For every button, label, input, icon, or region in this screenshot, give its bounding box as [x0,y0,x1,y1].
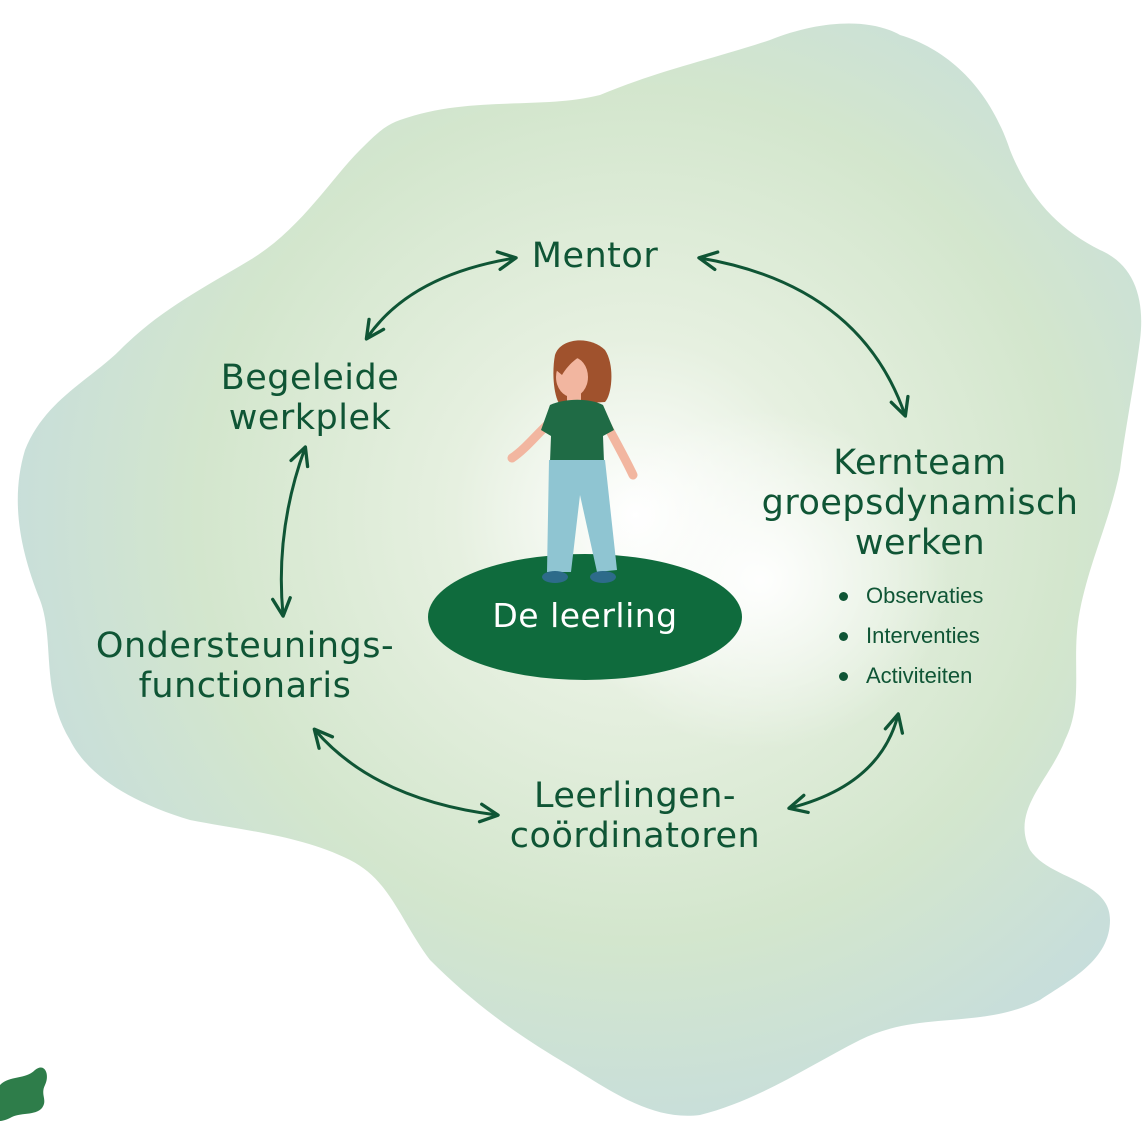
decorative-splash [0,1067,47,1121]
learner-label: De leerling [492,596,678,635]
node-begeleide-werkplek: Begeleide werkplek [190,358,430,438]
node-leerlingen-line-2: coördinatoren [509,816,761,856]
activity-observaties: Observaties [866,583,984,608]
node-mentor-line: Mentor [531,236,659,276]
kernteam-activities-list: Observaties Interventies Activiteiten [836,580,1096,700]
bullet-icon [839,592,848,601]
node-begeleide-line-2: werkplek [228,398,392,438]
bullet-icon [839,632,848,641]
bullet-icon [839,672,848,681]
node-kernteam-line-3: werken [854,523,986,563]
node-kernteam-line-2: groepsdynamisch [761,483,1079,523]
node-onderst-line-2: functionaris [138,666,352,706]
arrow-begeleide-ondersteunings [271,445,310,618]
list-item: Observaties [836,580,1096,620]
activity-interventies: Interventies [866,623,980,648]
arrow-mentor-kernteam [697,250,910,418]
node-leerlingen-line-1: Leerlingen- [533,776,737,816]
node-ondersteuningsfunctionaris: Ondersteunings- functionaris [75,626,415,706]
learner-ellipse [428,554,742,680]
node-mentor: Mentor [520,236,670,276]
list-item: Interventies [836,620,1096,660]
arrow-kernteam-leerlingen [787,712,905,815]
activity-activiteiten: Activiteiten [866,663,973,688]
learner-figure [507,340,638,583]
node-onderst-line-1: Ondersteunings- [95,626,395,666]
arrow-ondersteunings-leerlingen [312,727,500,824]
node-kernteam: Kernteam groepsdynamisch werken [750,443,1090,563]
list-item: Activiteiten [836,660,1096,700]
node-leerlingencoordinatoren: Leerlingen- coördinatoren [480,776,790,856]
node-begeleide-line-1: Begeleide [220,358,400,398]
arrow-begeleide-mentor [364,250,518,341]
node-kernteam-line-1: Kernteam [833,443,1007,483]
